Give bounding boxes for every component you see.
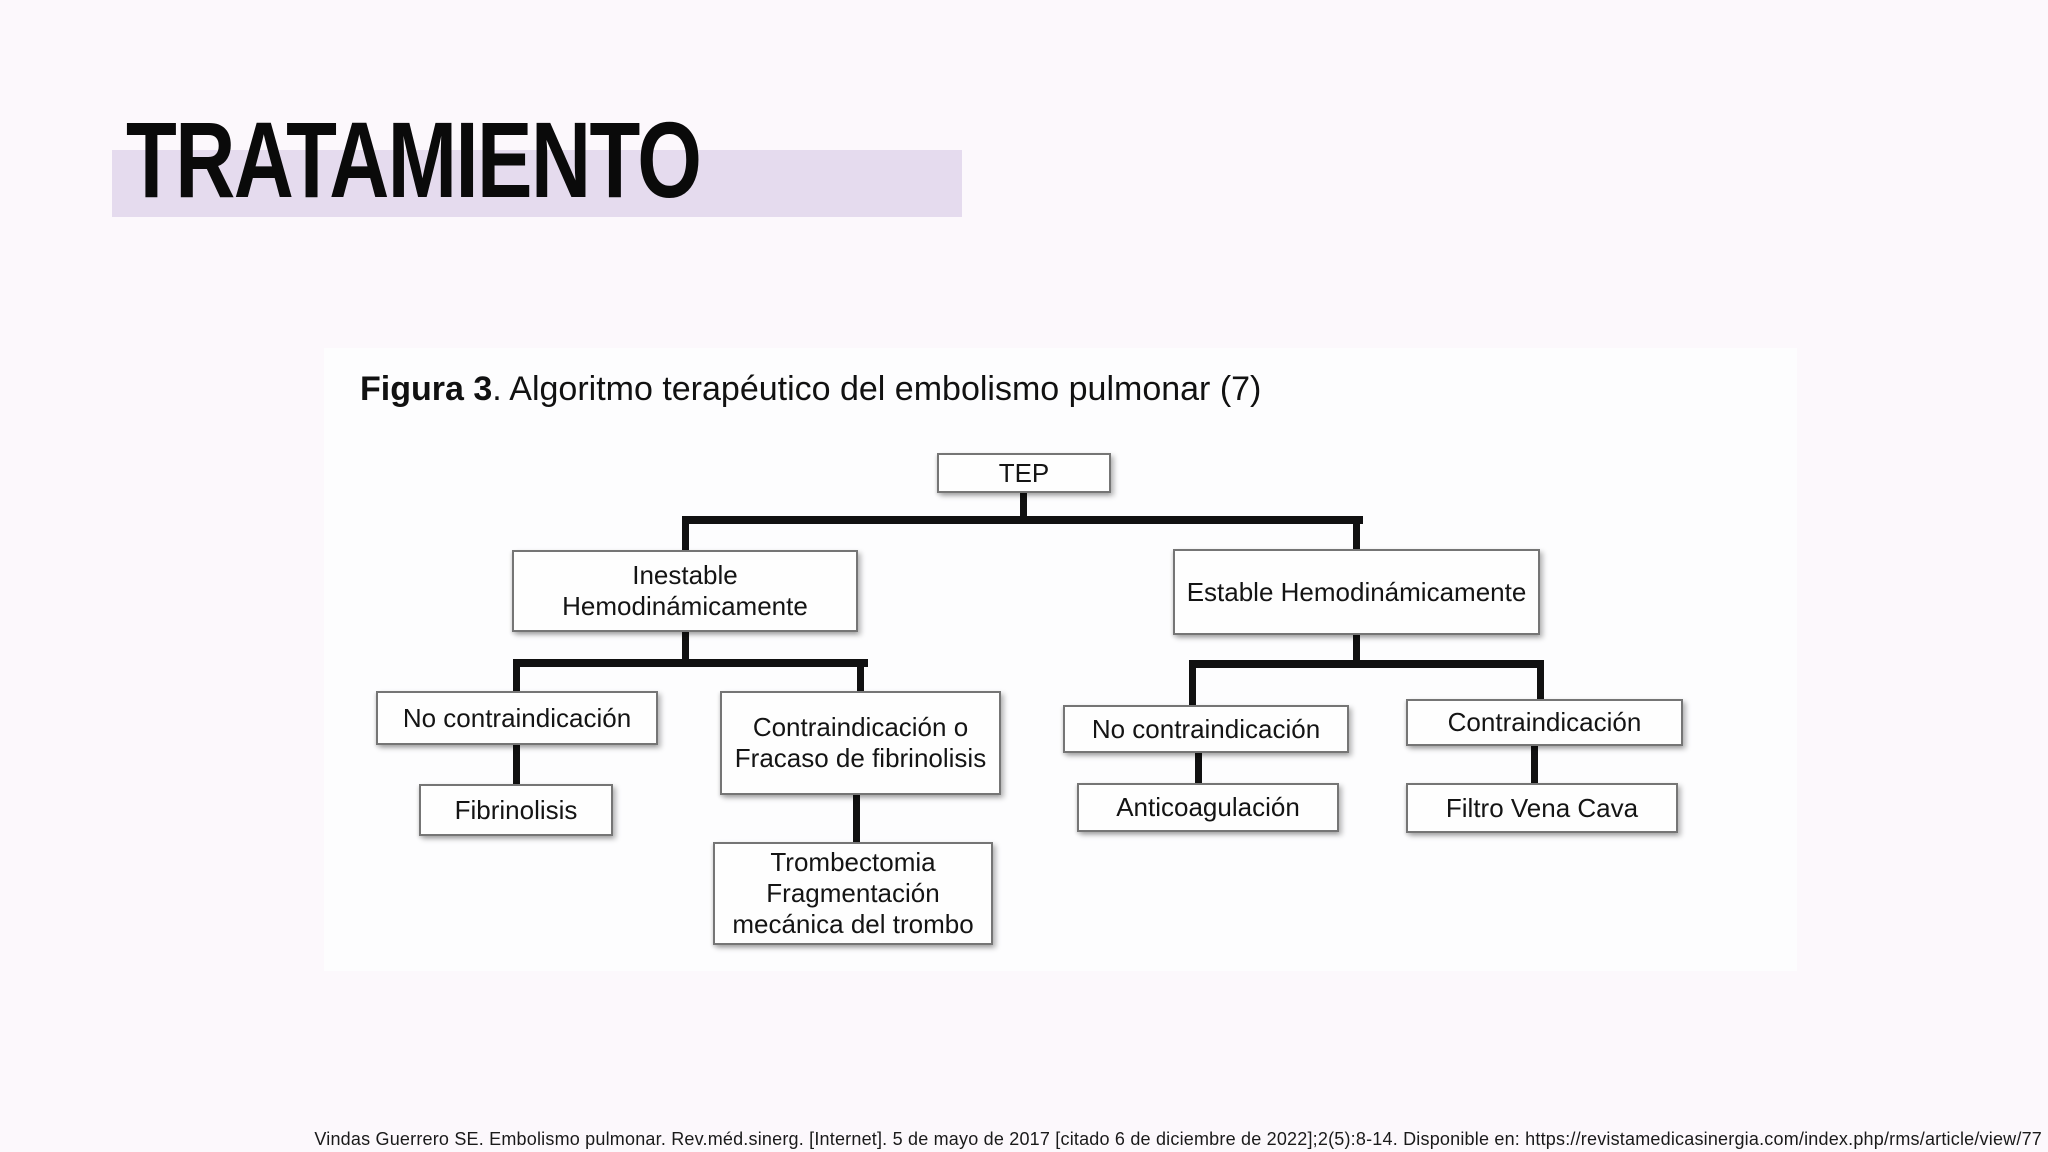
connector-to-contra-right [1537, 660, 1544, 701]
flowchart-node-fibrinolisis: Fibrinolisis [419, 784, 613, 836]
flowchart-node-anticoagulacion: Anticoagulación [1077, 783, 1339, 832]
node-label: No contraindicación [402, 702, 632, 733]
flowchart-node-trombectomia: Trombectomia Fragmentación mecánica del … [713, 842, 993, 945]
connector-level1-horizontal [682, 516, 1363, 524]
flowchart-node-tep: TEP [937, 453, 1111, 493]
connector-to-trombectomia [853, 795, 860, 844]
connector-to-filtro-vena-cava [1531, 746, 1538, 785]
connector-inestable-horizontal [513, 659, 868, 667]
flowchart-node-no-contraindicacion-estable: No contraindicación [1063, 705, 1349, 753]
node-label: TEP [998, 457, 1050, 488]
flowchart-node-inestable-hemodinamicamente: Inestable Hemodinámicamente [512, 550, 858, 632]
flowchart-node-contraindicacion-o-fracaso: Contraindicación o Fracaso de fibrinolis… [720, 691, 1001, 795]
connector-to-nocontra-left [513, 659, 520, 693]
connector-inestable-down [682, 632, 689, 667]
connector-to-inestable [682, 516, 689, 552]
figure-caption-label: Figura 3 [360, 370, 493, 408]
connector-to-nocontra-right [1189, 660, 1196, 707]
figure-caption-text: . Algoritmo terapéutico del embolismo pu… [492, 370, 1262, 408]
connector-to-fibrinolisis [513, 745, 520, 786]
connector-to-contrafracaso [857, 659, 864, 693]
node-label: Filtro Vena Cava [1445, 792, 1639, 823]
connector-to-anticoagulacion [1195, 753, 1202, 785]
flowchart-node-estable-hemodinamicamente: Estable Hemodinámicamente [1173, 549, 1540, 635]
node-label: Trombectomia Fragmentación mecánica del … [732, 847, 974, 939]
node-label: Contraindicación [1447, 707, 1642, 738]
page-title: TRATAMIENTO [126, 99, 702, 220]
node-label: Anticoagulación [1116, 792, 1300, 823]
node-label: Inestable Hemodinámicamente [562, 560, 808, 621]
title-highlight-bar [112, 150, 962, 217]
node-label: Contraindicación o Fracaso de fibrinolis… [734, 712, 987, 773]
figure-caption: Figura 3. Algoritmo terapéutico del embo… [360, 370, 1261, 409]
node-label: No contraindicación [1091, 713, 1321, 744]
citation-text: Vindas Guerrero SE. Embolismo pulmonar. … [314, 1129, 2042, 1149]
node-label: Fibrinolisis [454, 794, 578, 825]
connector-estable-horizontal [1189, 660, 1544, 668]
connector-to-estable [1353, 516, 1360, 551]
figure-panel: Figura 3. Algoritmo terapéutico del embo… [324, 348, 1797, 971]
node-label: Estable Hemodinámicamente [1186, 576, 1527, 607]
flowchart-node-no-contraindicacion-inestable: No contraindicación [376, 691, 658, 745]
connector-estable-down [1353, 635, 1360, 668]
flowchart-node-filtro-vena-cava: Filtro Vena Cava [1406, 783, 1678, 833]
connector-tep-down [1020, 493, 1027, 523]
flowchart-node-contraindicacion-estable: Contraindicación [1406, 699, 1683, 746]
